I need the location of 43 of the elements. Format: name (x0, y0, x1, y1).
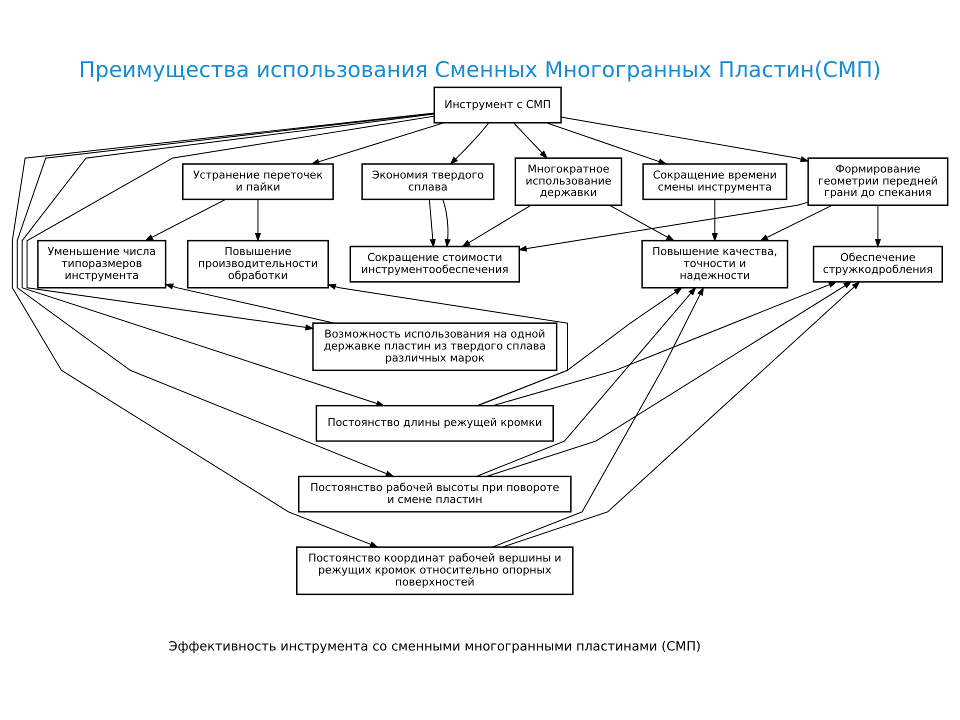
node-box: Повышение производительности обработки (186, 239, 329, 288)
arrow (428, 198, 436, 248)
arrow (486, 280, 852, 476)
arrow (310, 122, 444, 164)
arrow (164, 283, 335, 324)
arrow (16, 112, 434, 476)
caption: Эффективность инструмента со сменными многогранными пластинами (СМП) (168, 639, 701, 654)
arrow (462, 204, 532, 247)
arrow (442, 198, 451, 248)
node-box: Постоянство координат рабочей вершины и режущих кромок относительно опорных поверхностей (296, 546, 574, 595)
arrow (546, 122, 668, 164)
node-box: Постоянство рабочей высоты при повороте и смене пластин (298, 475, 572, 512)
node-box: Многократное использование державки (514, 156, 622, 206)
node-box: Возможность использования на одной державке пластин из твердого сплава различных марок (312, 322, 558, 371)
arrow (874, 204, 881, 248)
node-box: Постоянство длины режущей кромки (316, 404, 554, 442)
arrow (518, 201, 808, 252)
arrow (502, 280, 860, 548)
arrow (492, 280, 838, 406)
node-box: Сокращение времени смены инструмента (642, 162, 788, 200)
arrow (254, 198, 262, 242)
arrow (26, 115, 435, 330)
arrow (22, 113, 435, 406)
node-box: Устранение переточек и пайки (182, 162, 334, 200)
arrow (12, 112, 434, 548)
diagram-title: Преимущества использования Сменных Многогранных Пластин(СМП) (78, 58, 882, 83)
node-box: Сокращение стоимости инструментообеспечения (350, 245, 520, 282)
arrow (492, 286, 704, 548)
arrow (609, 204, 675, 241)
arrow (476, 286, 696, 476)
node-box: Повышение качества, точности и надежности (641, 239, 788, 288)
node-box: Формирование геометрии передней грани до спекания (807, 156, 948, 206)
arrow (759, 204, 833, 241)
node-box: Уменьшение числа типоразмеров инструмента (37, 239, 166, 288)
arrow (513, 122, 548, 158)
arrow (450, 122, 490, 164)
node-box: Обеспечение стружкодробления (812, 245, 943, 282)
arrow (560, 116, 810, 162)
arrow (327, 283, 568, 406)
node-box: Инструмент с СМП (434, 86, 562, 123)
arrow (144, 198, 226, 241)
arrow (712, 198, 718, 242)
node-box: Экономия твердого сплава (361, 162, 494, 200)
